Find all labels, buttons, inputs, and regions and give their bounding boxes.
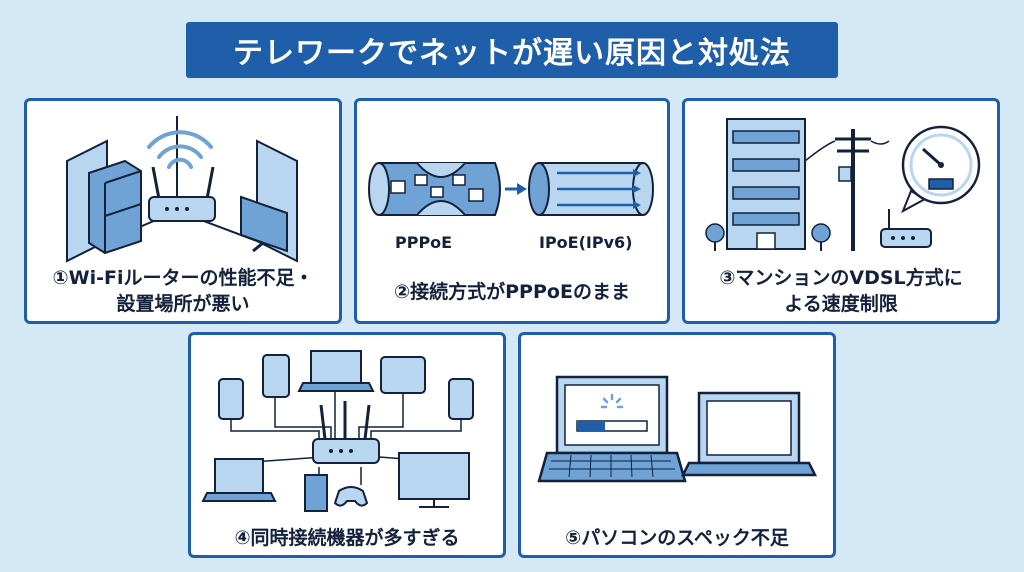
ipoe-label: IPoE(IPv6) <box>539 233 633 252</box>
router-icon <box>312 401 380 464</box>
speedometer-icon <box>901 125 981 214</box>
utility-pole-icon <box>804 129 890 251</box>
laptop-icon <box>680 391 818 477</box>
game-console-icon <box>304 474 328 512</box>
tree-icon <box>705 223 831 251</box>
caption-line1: ③マンションのVDSL方式に <box>719 267 963 289</box>
cabinet-icon <box>88 159 142 255</box>
laptop-icon <box>201 458 277 502</box>
cause-card-devices: ④同時接続機器が多すぎる <box>188 332 506 558</box>
cause-card-connection: PPPoE IPoE(IPv6) ②接続方式がPPPoEのまま <box>354 98 670 324</box>
pppoe-tunnel-icon <box>368 162 501 216</box>
tv-monitor-icon <box>398 452 470 508</box>
wifi-signal-icon <box>147 130 213 169</box>
page-title: テレワークでネットが遅い原因と対処法 <box>186 22 838 78</box>
caption-line1: ①Wi-Fiルーターの性能不足・ <box>52 267 314 289</box>
smartphone-icon <box>262 354 290 398</box>
ipoe-tunnel-icon <box>528 162 654 216</box>
router-icon <box>148 166 216 222</box>
caption-line1: ④同時接続機器が多すぎる <box>234 527 460 549</box>
arrow-right-icon <box>505 183 527 195</box>
tablet-icon <box>380 356 426 394</box>
caption-line2: 設置場所が悪い <box>116 293 250 315</box>
many-devices-illustration <box>201 350 474 512</box>
pppoe-label: PPPoE <box>395 233 453 252</box>
laptop-icon <box>297 350 375 392</box>
pppoe-ipoe-illustration <box>368 162 654 216</box>
modem-icon <box>880 209 932 248</box>
smartphone-icon <box>448 378 474 420</box>
cause-card-vdsl: ③マンションのVDSL方式に よる速度制限 <box>682 98 1000 324</box>
game-controller-icon <box>333 486 369 507</box>
cause-card-router: ①Wi-Fiルーターの性能不足・ 設置場所が悪い <box>24 98 342 324</box>
router-room-illustration <box>66 116 298 263</box>
loading-spinner-icon <box>600 393 624 409</box>
pc-spec-illustration <box>537 375 818 483</box>
apartment-building-icon <box>726 118 806 250</box>
apartment-vdsl-illustration <box>705 118 981 251</box>
caption-line2: よる速度制限 <box>784 293 898 315</box>
cause-card-pc-spec: ⑤パソコンのスペック不足 <box>518 332 836 558</box>
laptop-loading-icon <box>537 375 687 483</box>
tv-monitor-icon <box>240 195 288 253</box>
smartphone-icon <box>218 378 244 420</box>
caption-line1: ②接続方式がPPPoEのまま <box>394 281 630 303</box>
caption-line1: ⑤パソコンのスペック不足 <box>565 527 789 549</box>
